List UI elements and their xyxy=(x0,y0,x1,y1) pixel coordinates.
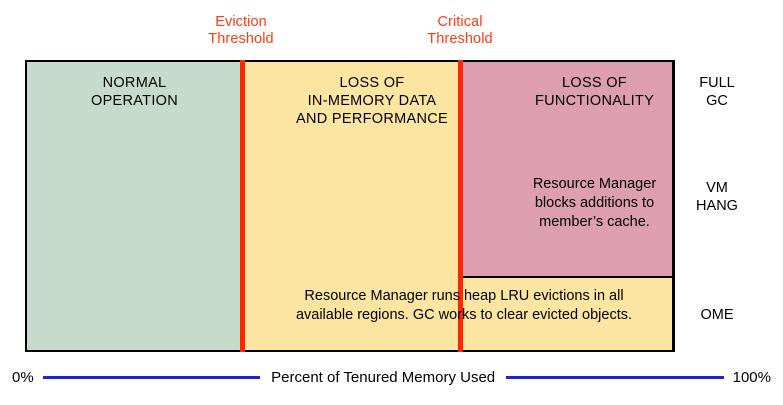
gc-column-label-ome: OME xyxy=(700,307,734,323)
loss-of-functionality-note: Resource Manager blocks additions to mem… xyxy=(532,176,657,230)
loss-of-in-memory-data-note: Resource Manager runs heap LRU evictions… xyxy=(295,288,633,323)
region-loss-of-functionality xyxy=(462,62,695,278)
critical-threshold-label: Critical Threshold xyxy=(427,14,493,47)
axis-caption: Percent of Tenured Memory Used xyxy=(271,368,496,386)
normal-operation-heading: NORMAL OPERATION xyxy=(90,75,179,109)
axis-line-right xyxy=(506,375,724,379)
loss-of-in-memory-data-heading: LOSS OF IN-MEMORY DATA AND PERFORMANCE xyxy=(296,75,448,127)
axis-start-label: 0% xyxy=(12,368,34,386)
eviction-threshold-label: Eviction Threshold xyxy=(208,14,274,47)
loss-of-functionality-heading: LOSS OF FUNCTIONALITY xyxy=(534,75,655,109)
percent-axis: 0% Percent of Tenured Memory Used 100% xyxy=(12,362,771,392)
region-normal-operation xyxy=(27,62,240,350)
gc-column-label-vm-hang: VM HANG xyxy=(696,180,738,214)
memory-threshold-diagram: NORMAL OPERATION LOSS OF IN-MEMORY DATA … xyxy=(25,60,761,352)
region-gc-column xyxy=(672,60,761,352)
gc-column-label-full-gc: FULL GC xyxy=(699,75,735,109)
axis-end-label: 100% xyxy=(732,368,771,386)
axis-line-left xyxy=(42,375,261,379)
eviction-threshold-rule xyxy=(240,60,245,352)
critical-threshold-rule xyxy=(458,60,463,352)
